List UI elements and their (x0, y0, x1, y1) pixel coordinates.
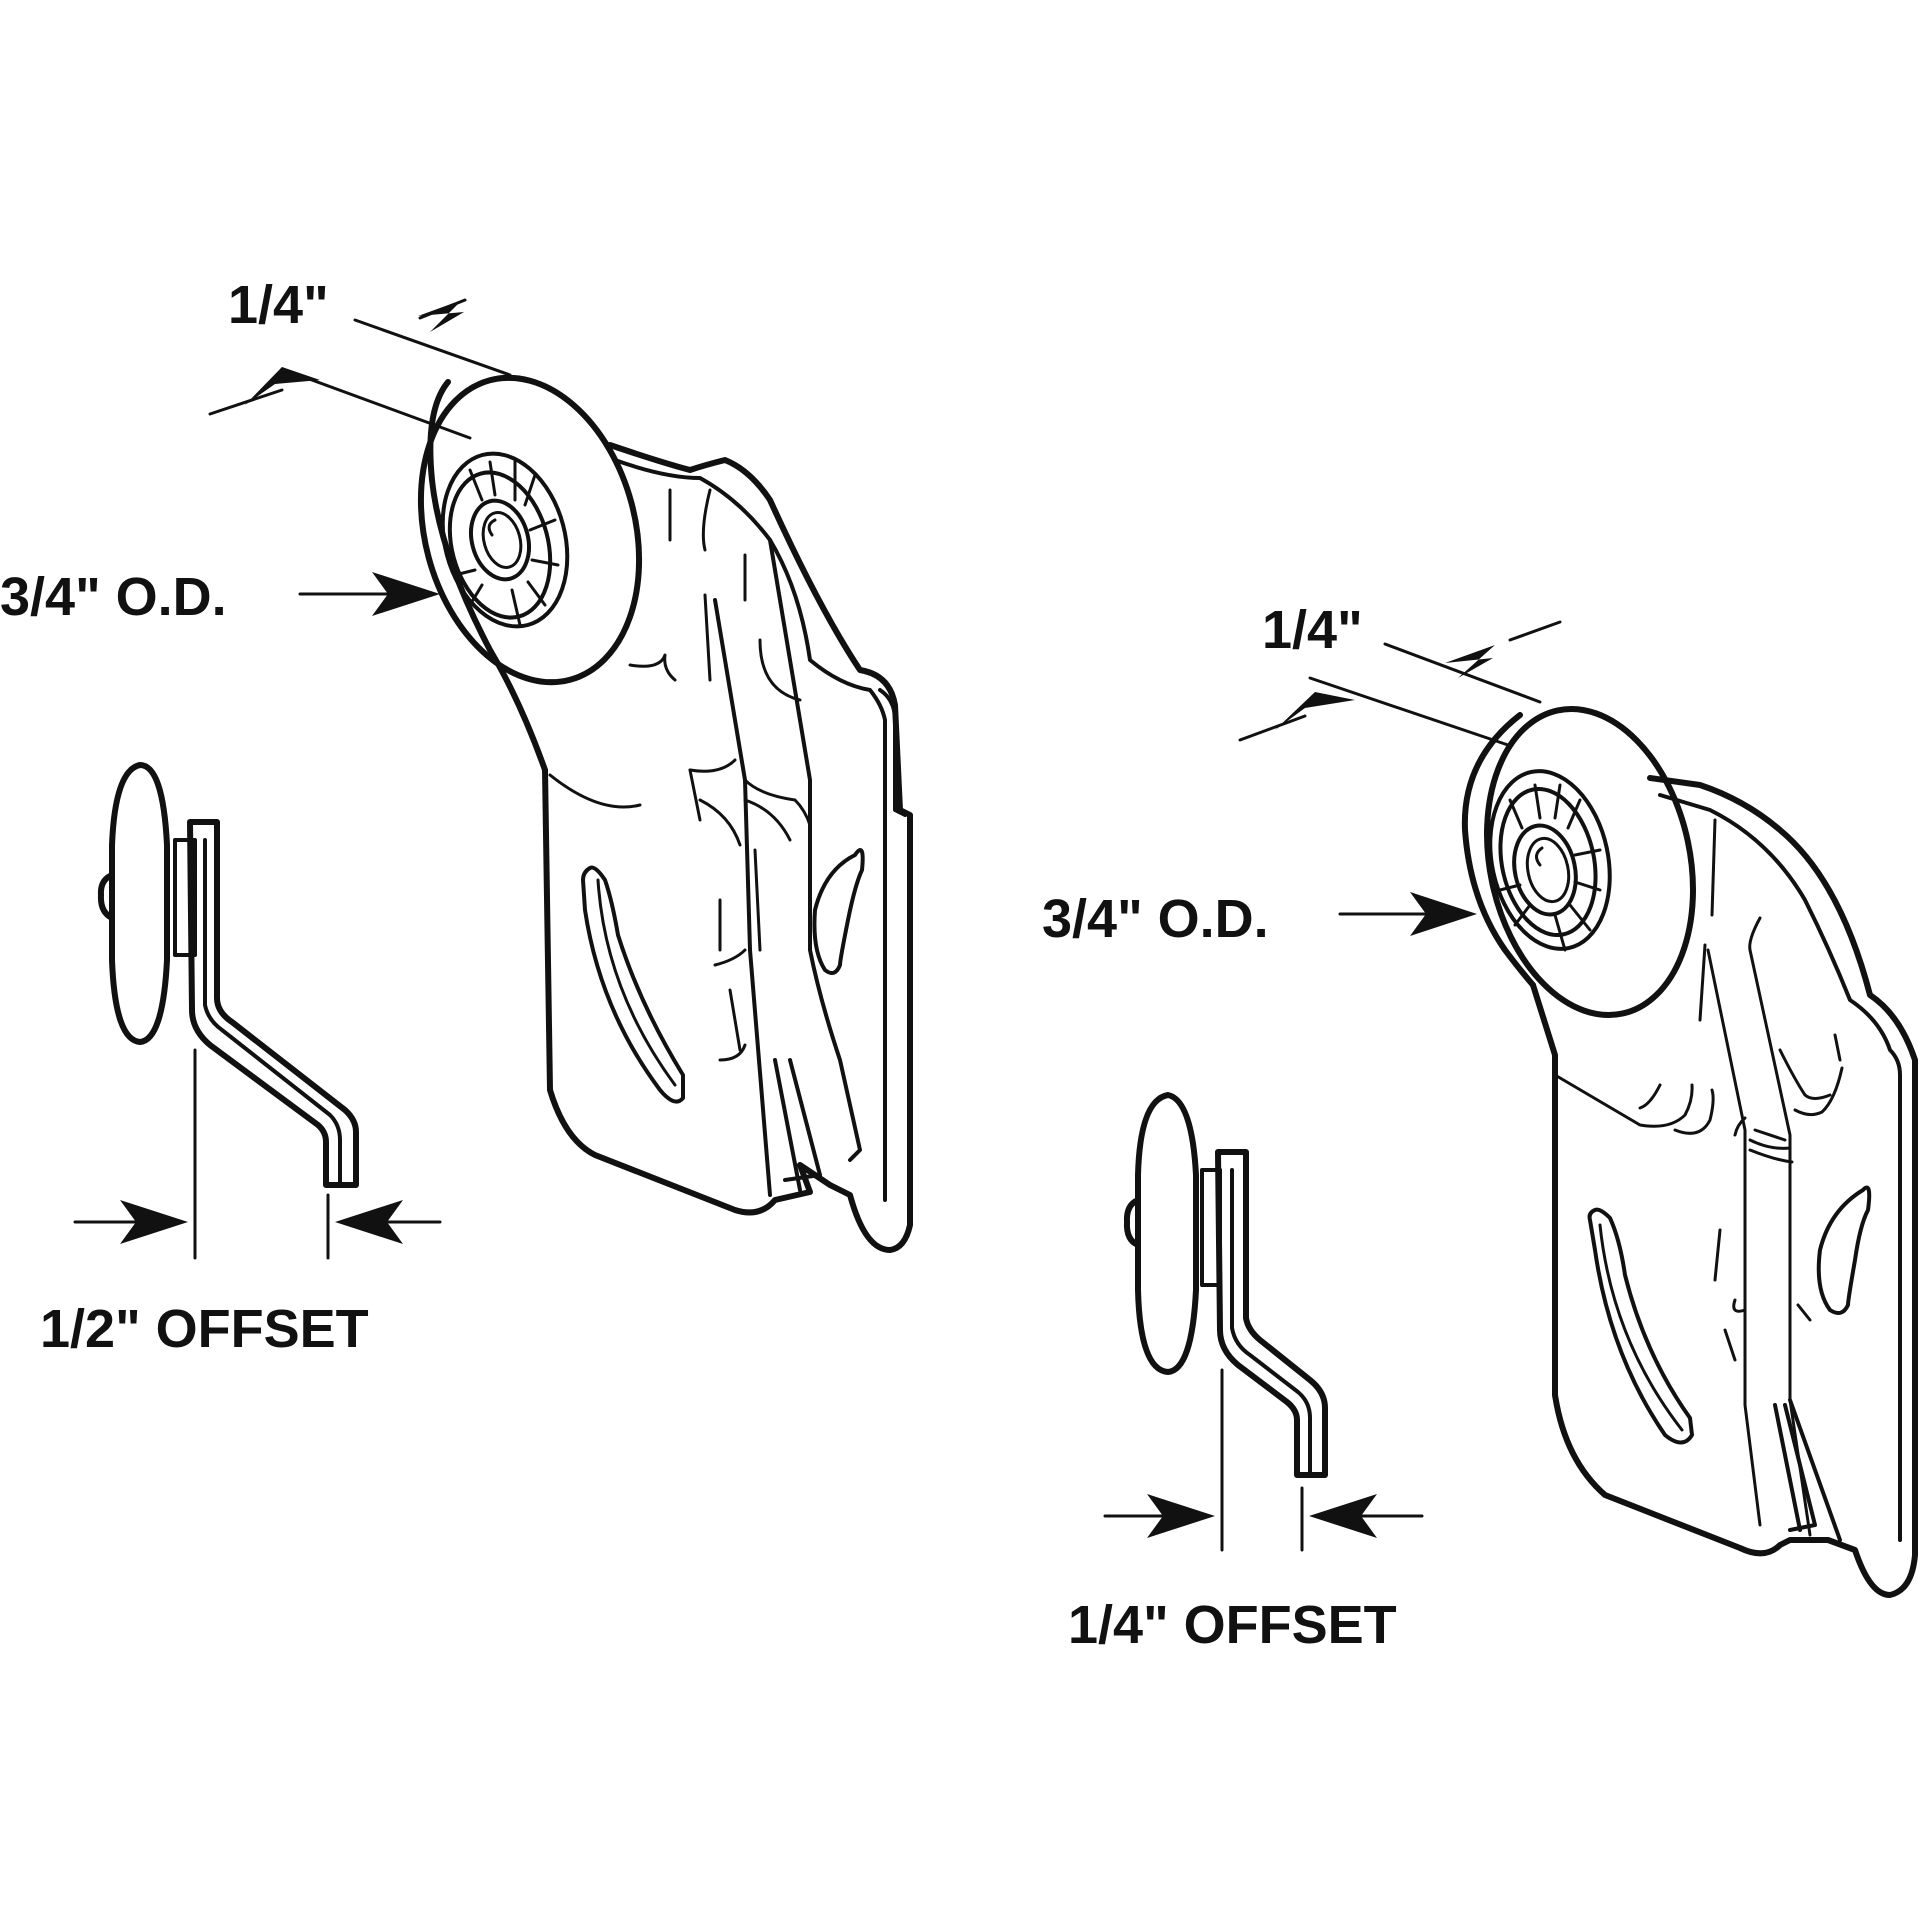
right-width-label: 1/4" (1262, 600, 1363, 660)
left-bracket-slot-2 (812, 848, 865, 976)
left-offset-profile: 1/2" OFFSET (40, 762, 442, 1359)
right-roller-assembly: 1/4" 3/4" O.D. (1042, 600, 1918, 1598)
left-width-label: 1/4" (228, 275, 329, 335)
left-profile-bracket (187, 819, 359, 1188)
right-diameter-dimension: 3/4" O.D. (1042, 889, 1477, 949)
left-bracket-body (542, 442, 913, 1253)
left-bracket-tab (768, 538, 862, 1162)
right-width-dimension: 1/4" (1238, 600, 1562, 747)
left-roller-wheel (417, 374, 643, 773)
left-offset-label: 1/2" OFFSET (40, 1299, 369, 1359)
left-diameter-label: 3/4" O.D. (0, 567, 227, 627)
left-profile-wheel (109, 762, 170, 1045)
right-diameter-label: 3/4" O.D. (1042, 889, 1269, 949)
left-bracket-inner-edge (613, 458, 887, 1202)
right-bracket-body (1530, 775, 1918, 1598)
right-offset-label: 1/4" OFFSET (1068, 1595, 1397, 1655)
right-bracket-slot-2 (1816, 1185, 1872, 1316)
right-offset-profile: 1/4" OFFSET (1068, 1092, 1424, 1655)
right-profile-bracket (1215, 1149, 1328, 1478)
right-bracket-inner-edge (1658, 793, 1902, 1542)
left-diameter-dimension: 3/4" O.D. (0, 567, 440, 627)
right-profile-wheel (1135, 1092, 1199, 1375)
right-roller-wheel (1461, 705, 1696, 1019)
left-width-dimension: 1/4" (208, 275, 512, 440)
right-bracket-slot (1587, 1207, 1694, 1445)
left-roller-assembly: 1/4" 3/4" O.D. (0, 275, 913, 1253)
left-bracket-slot (581, 865, 685, 1104)
